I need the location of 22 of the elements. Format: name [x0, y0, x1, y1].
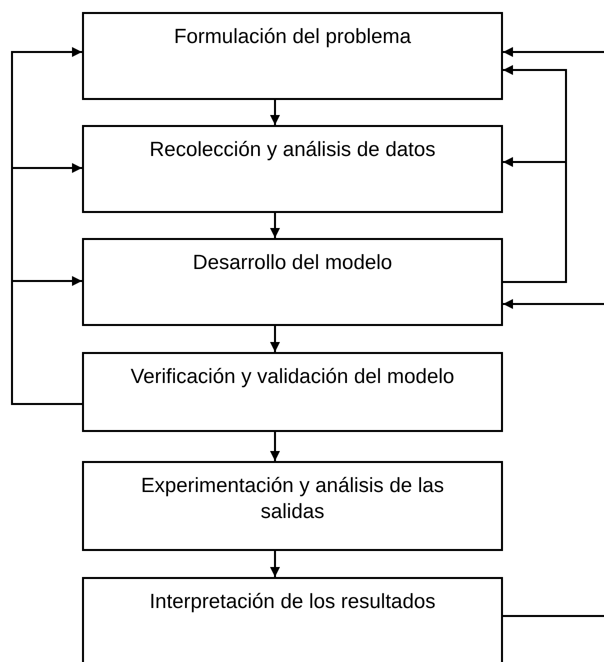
step-label: Recolección y análisis de datos	[149, 138, 436, 161]
step-label: Formulación del problema	[174, 25, 411, 48]
step-label: Interpretación de los resultados	[149, 590, 436, 613]
arrow	[503, 47, 604, 57]
process-box	[82, 577, 503, 662]
process-box	[82, 12, 503, 100]
arrow	[270, 213, 280, 238]
process-box	[82, 238, 503, 326]
arrow	[270, 326, 280, 352]
step-label: Verificación y validación del modelo	[130, 365, 454, 388]
arrow	[503, 65, 567, 283]
arrow	[503, 299, 604, 309]
arrow	[270, 551, 280, 577]
process-box	[82, 461, 503, 551]
arrow	[270, 432, 280, 461]
arrow	[270, 100, 280, 125]
step-label: Desarrollo del modelo	[192, 251, 392, 274]
arrow	[11, 276, 82, 405]
process-box	[82, 125, 503, 213]
process-box	[82, 352, 503, 432]
connector-line	[503, 615, 604, 617]
step-label: Experimentación y análisis de las salidas	[140, 474, 444, 523]
